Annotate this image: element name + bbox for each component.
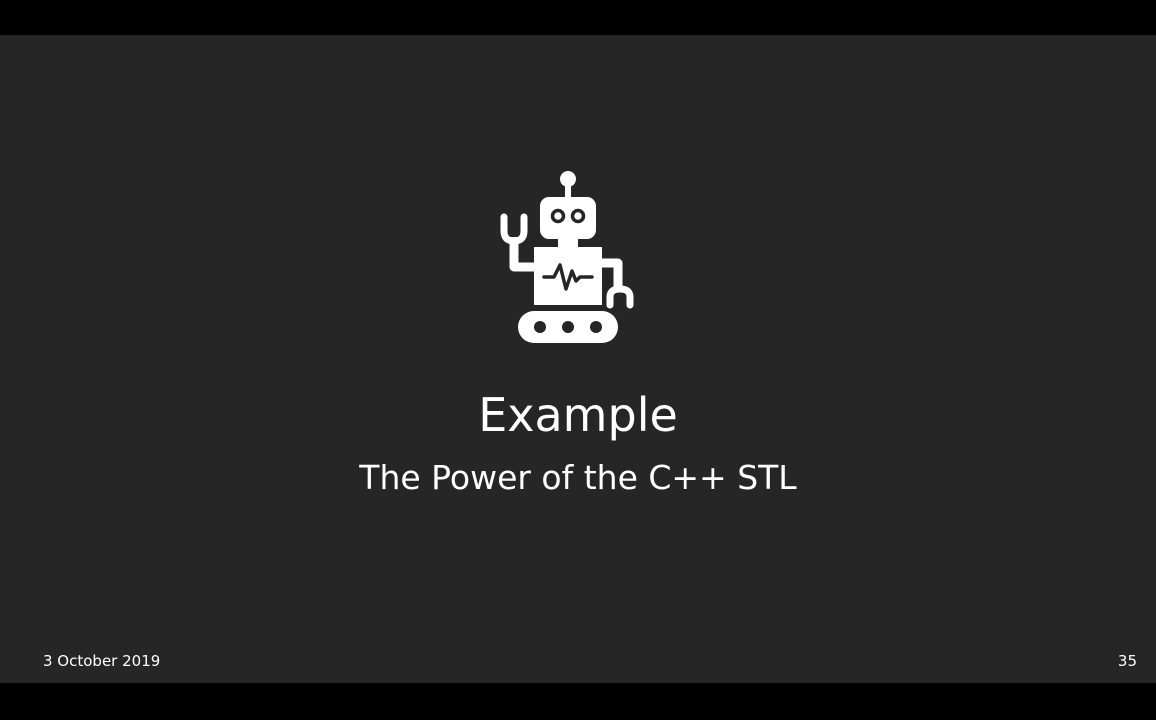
slide-subtitle: The Power of the C++ STL (359, 458, 797, 497)
letterbox-bottom (0, 683, 1156, 720)
letterbox-top (0, 0, 1156, 35)
robot-icon (500, 171, 634, 343)
slide-number: 35 (1117, 652, 1137, 670)
slide-title: Example (478, 388, 678, 442)
footer-date: 3 October 2019 (43, 652, 161, 670)
presentation-slide: Example The Power of the C++ STL 3 Octob… (0, 35, 1156, 683)
